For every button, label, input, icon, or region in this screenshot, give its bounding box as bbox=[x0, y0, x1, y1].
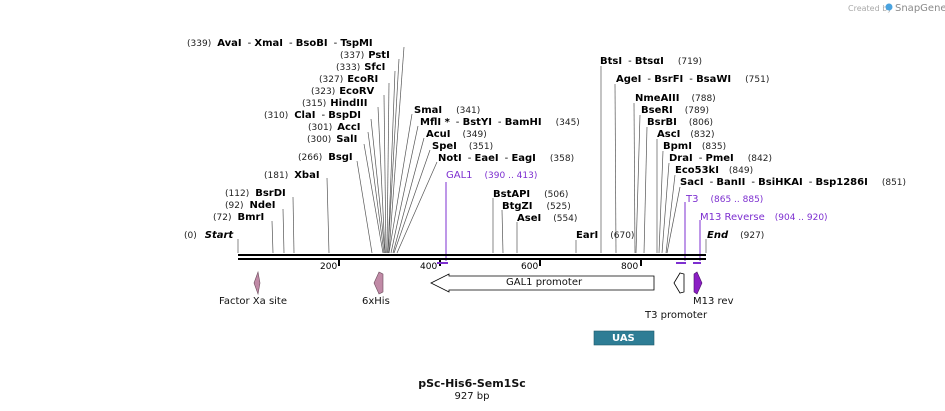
primer-labels: GAL1(390 .. 413) T3(865 .. 885) M13 Reve… bbox=[446, 170, 828, 223]
tick-label-800: 800 bbox=[621, 262, 638, 272]
enzyme-row: (72)BmrI bbox=[213, 212, 264, 223]
ruler: 200 400 600 800 bbox=[320, 260, 642, 272]
plasmid-length: 927 bp bbox=[455, 391, 490, 402]
primer-markers bbox=[437, 262, 701, 264]
factor-xa-site-arrow[interactable] bbox=[253, 270, 261, 296]
enzyme-row: (337)PstI bbox=[340, 50, 390, 61]
t3-promoter-label: T3 promoter bbox=[644, 310, 708, 321]
enzyme-row: SmaI(341) bbox=[414, 105, 480, 116]
enzyme-row: End(927) bbox=[707, 230, 764, 241]
enzyme-row: (323)EcoRV bbox=[311, 86, 375, 97]
tick-mark-800 bbox=[640, 260, 642, 266]
enzyme-row: (301)AccI bbox=[308, 122, 361, 133]
uas-label: UAS bbox=[612, 333, 635, 344]
credit-brand: SnapGene bbox=[895, 3, 945, 14]
uas-box[interactable] bbox=[593, 330, 655, 346]
enzyme-row: (333)SfcI bbox=[336, 62, 385, 73]
enzyme-labels-middle: SmaI(341) MflI *- BstYI- BamHI(345) AcuI… bbox=[414, 105, 580, 224]
primer-label-t3: T3(865 .. 885) bbox=[685, 194, 763, 205]
enzyme-row: EarI(670) bbox=[576, 230, 634, 241]
enzyme-row: MflI *- BstYI- BamHI(345) bbox=[420, 117, 580, 128]
primer-marker-t3 bbox=[676, 262, 686, 264]
tick-label-400: 400 bbox=[420, 262, 437, 272]
enzyme-row: (181)XbaI bbox=[264, 170, 320, 181]
tick-mark-600 bbox=[539, 260, 541, 266]
enzyme-row: NotI- EaeI- EagI(358) bbox=[438, 153, 574, 164]
primer-marker-gal1 bbox=[437, 262, 448, 264]
enzyme-row: AgeI- BsrFI- BsaWI(751) bbox=[616, 74, 769, 85]
6xhis-label: 6xHis bbox=[362, 296, 390, 307]
factor-xa-site-label: Factor Xa site bbox=[219, 296, 287, 307]
enzyme-row: SpeI(351) bbox=[432, 141, 493, 152]
enzyme-row: (0)Start bbox=[184, 230, 234, 241]
gal1-promoter-arrow[interactable] bbox=[430, 273, 655, 293]
t3-promoter-arrow[interactable] bbox=[673, 272, 685, 294]
enzyme-row: (300)SalI bbox=[307, 134, 357, 145]
tick-label-600: 600 bbox=[521, 262, 538, 272]
enzyme-row: BpmI(835) bbox=[663, 141, 726, 152]
enzyme-row: NmeAIII(788) bbox=[635, 93, 716, 104]
enzyme-row: BsrBI(806) bbox=[647, 117, 713, 128]
enzyme-row: BtgZI(525) bbox=[502, 201, 571, 212]
6xhis-arrow[interactable] bbox=[373, 271, 384, 295]
enzyme-row: (315)HindIII bbox=[302, 98, 367, 109]
backbone-bottom-strand bbox=[238, 258, 706, 260]
enzyme-row: (310)ClaI- BspDI bbox=[264, 110, 361, 121]
enzyme-row: (92)NdeI bbox=[225, 200, 276, 211]
features: Factor Xa site 6xHis GAL1 promoter T3 pr… bbox=[219, 270, 734, 346]
snapgene-logo-icon bbox=[885, 3, 893, 11]
tick-label-200: 200 bbox=[320, 262, 337, 272]
m13-rev-arrow[interactable] bbox=[693, 271, 703, 295]
enzyme-row: Eco53kI(849) bbox=[675, 165, 753, 176]
enzyme-row: AseI(554) bbox=[517, 213, 577, 224]
enzyme-row: SacI- BanII- BsiHKAI- Bsp1286I(851) bbox=[680, 177, 906, 188]
enzyme-connectors bbox=[237, 46, 707, 254]
gal1-promoter-label: GAL1 promoter bbox=[506, 277, 583, 288]
plasmid-name: pSc-His6-Sem1Sc bbox=[418, 377, 526, 390]
enzyme-labels: (339)AvaI- XmaI- BsoBI- TspMI (337)PstI … bbox=[184, 38, 390, 241]
enzyme-row: BstAPI(506) bbox=[493, 189, 568, 200]
primer-marker-m13-reverse bbox=[693, 262, 701, 264]
m13-rev-label: M13 rev bbox=[693, 296, 734, 307]
primer-label-gal1: GAL1(390 .. 413) bbox=[446, 170, 537, 181]
enzyme-row: AscI(832) bbox=[657, 129, 715, 140]
primer-label-m13-reverse: M13 Reverse(904 .. 920) bbox=[700, 212, 828, 223]
tick-mark-200 bbox=[338, 260, 340, 266]
enzyme-row: (266)BsgI bbox=[298, 152, 353, 163]
enzyme-row: (112)BsrDI bbox=[225, 188, 286, 199]
credit-created-by: Created by bbox=[848, 4, 892, 13]
enzyme-labels-right: EarI(670) BtsI- BtsαI(719) AgeI- BsrFI- … bbox=[576, 56, 906, 241]
enzyme-row: (339)AvaI- XmaI- BsoBI- TspMI bbox=[187, 38, 373, 49]
enzyme-row: (327)EcoRI bbox=[319, 74, 378, 85]
enzyme-row: AcuI(349) bbox=[426, 129, 487, 140]
backbone-top-strand bbox=[238, 254, 706, 256]
enzyme-row: DraI- PmeI(842) bbox=[669, 153, 772, 164]
enzyme-row: BtsI- BtsαI(719) bbox=[600, 56, 702, 67]
enzyme-row: BseRI(789) bbox=[641, 105, 709, 116]
